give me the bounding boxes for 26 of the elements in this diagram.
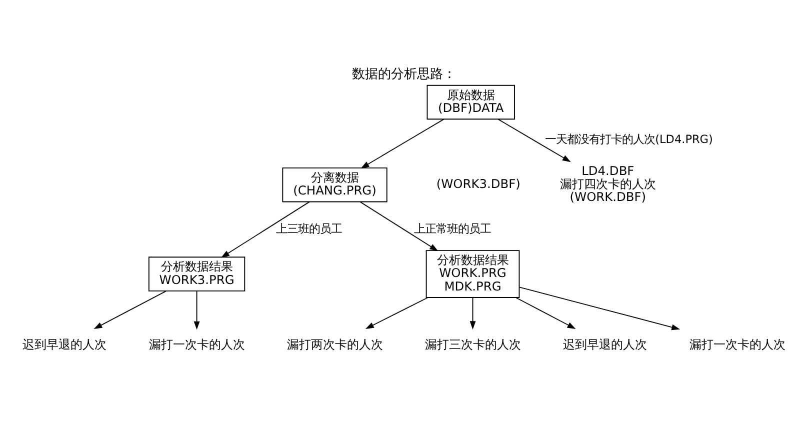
node-text: 漏打一次卡的人次	[689, 338, 786, 352]
arrow	[194, 290, 200, 330]
arrow	[515, 297, 576, 330]
arrow	[498, 118, 571, 162]
arrow	[220, 201, 310, 258]
edge-label: 一天都没有打卡的人次(LD4.PRG)	[545, 133, 713, 146]
node-box: 原始数据 (DBF)DATA	[426, 84, 515, 120]
node-box: 分析数据结果 WORK.PRG MDK.PRG	[426, 250, 520, 298]
node-text: 迟到早退的人次	[563, 338, 648, 352]
node-text: 漏打三次卡的人次	[424, 338, 521, 352]
edge-label: 上三班的员工	[276, 222, 342, 236]
arrow	[519, 286, 680, 330]
node-text: 迟到早退的人次	[22, 338, 106, 352]
node-text: 漏打一次卡的人次	[148, 338, 245, 352]
node-text: 漏打两次卡的人次	[286, 338, 383, 352]
node-box: 分离数据 (CHANG.PRG)	[282, 167, 388, 202]
arrow	[365, 297, 428, 329]
arrow	[360, 118, 444, 169]
arrow	[360, 201, 438, 252]
diagram-title: 数据的分析思路：	[352, 67, 456, 82]
arrow	[470, 297, 476, 330]
arrow	[94, 290, 167, 330]
edge-label: 上正常班的员工	[414, 222, 492, 236]
label: (WORK3.DBF)	[436, 177, 520, 192]
node-box: 分析数据结果 WORK3.PRG	[148, 256, 246, 292]
node-text: LD4.DBF 漏打四次卡的人次 (WORK.DBF)	[560, 164, 656, 204]
